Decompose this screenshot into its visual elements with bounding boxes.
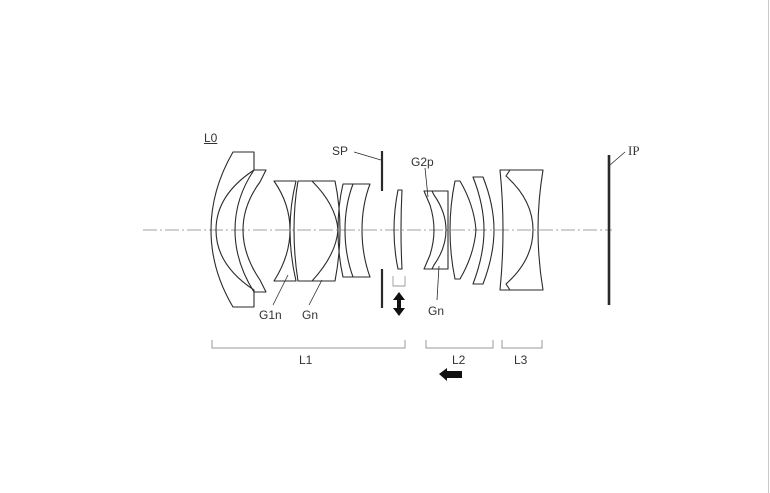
lens-element-l3 bbox=[499, 169, 544, 291]
group-bracket-l2 bbox=[425, 340, 494, 349]
left-arrow-icon bbox=[439, 368, 462, 381]
lens-element-5-interface bbox=[344, 183, 354, 278]
lens-element-g2p-interface bbox=[431, 190, 447, 270]
lens-element-focus bbox=[393, 189, 403, 270]
leader-gn-left bbox=[308, 279, 323, 306]
label-gn-left: Gn bbox=[302, 308, 319, 322]
label-ip: IP bbox=[628, 143, 640, 158]
label-l1: L1 bbox=[299, 353, 313, 367]
focus-bracket bbox=[392, 276, 406, 287]
lens-element-gn-a bbox=[293, 180, 341, 282]
label-sp: SP bbox=[332, 144, 349, 158]
leader-gn-right bbox=[436, 265, 440, 301]
label-l2: L2 bbox=[452, 353, 466, 367]
leader-g1n bbox=[272, 274, 289, 306]
label-l0: L0 bbox=[204, 131, 218, 145]
leader-sp bbox=[353, 151, 382, 161]
lens-element-l2-b bbox=[472, 176, 495, 285]
focus-double-arrow-icon bbox=[393, 292, 405, 316]
label-gn-right: Gn bbox=[428, 304, 445, 318]
leader-g2p bbox=[424, 167, 429, 198]
lens-element-1 bbox=[210, 151, 255, 308]
group-bracket-l3 bbox=[501, 340, 543, 349]
lens-element-gn-interface bbox=[311, 180, 339, 282]
lens-element-l2-a bbox=[449, 180, 477, 280]
label-g1n: G1n bbox=[259, 308, 282, 322]
label-l3: L3 bbox=[514, 353, 528, 367]
lens-element-l3-interface bbox=[505, 169, 534, 291]
label-g2p: G2p bbox=[411, 155, 434, 169]
lens-element-2 bbox=[234, 169, 267, 293]
lens-element-g1n bbox=[273, 180, 297, 282]
lens-element-5 bbox=[337, 183, 371, 278]
leader-ip bbox=[609, 151, 626, 166]
group-bracket-l1 bbox=[211, 340, 406, 349]
lens-element-g2p bbox=[423, 190, 449, 270]
page-edge-line bbox=[768, 0, 769, 493]
